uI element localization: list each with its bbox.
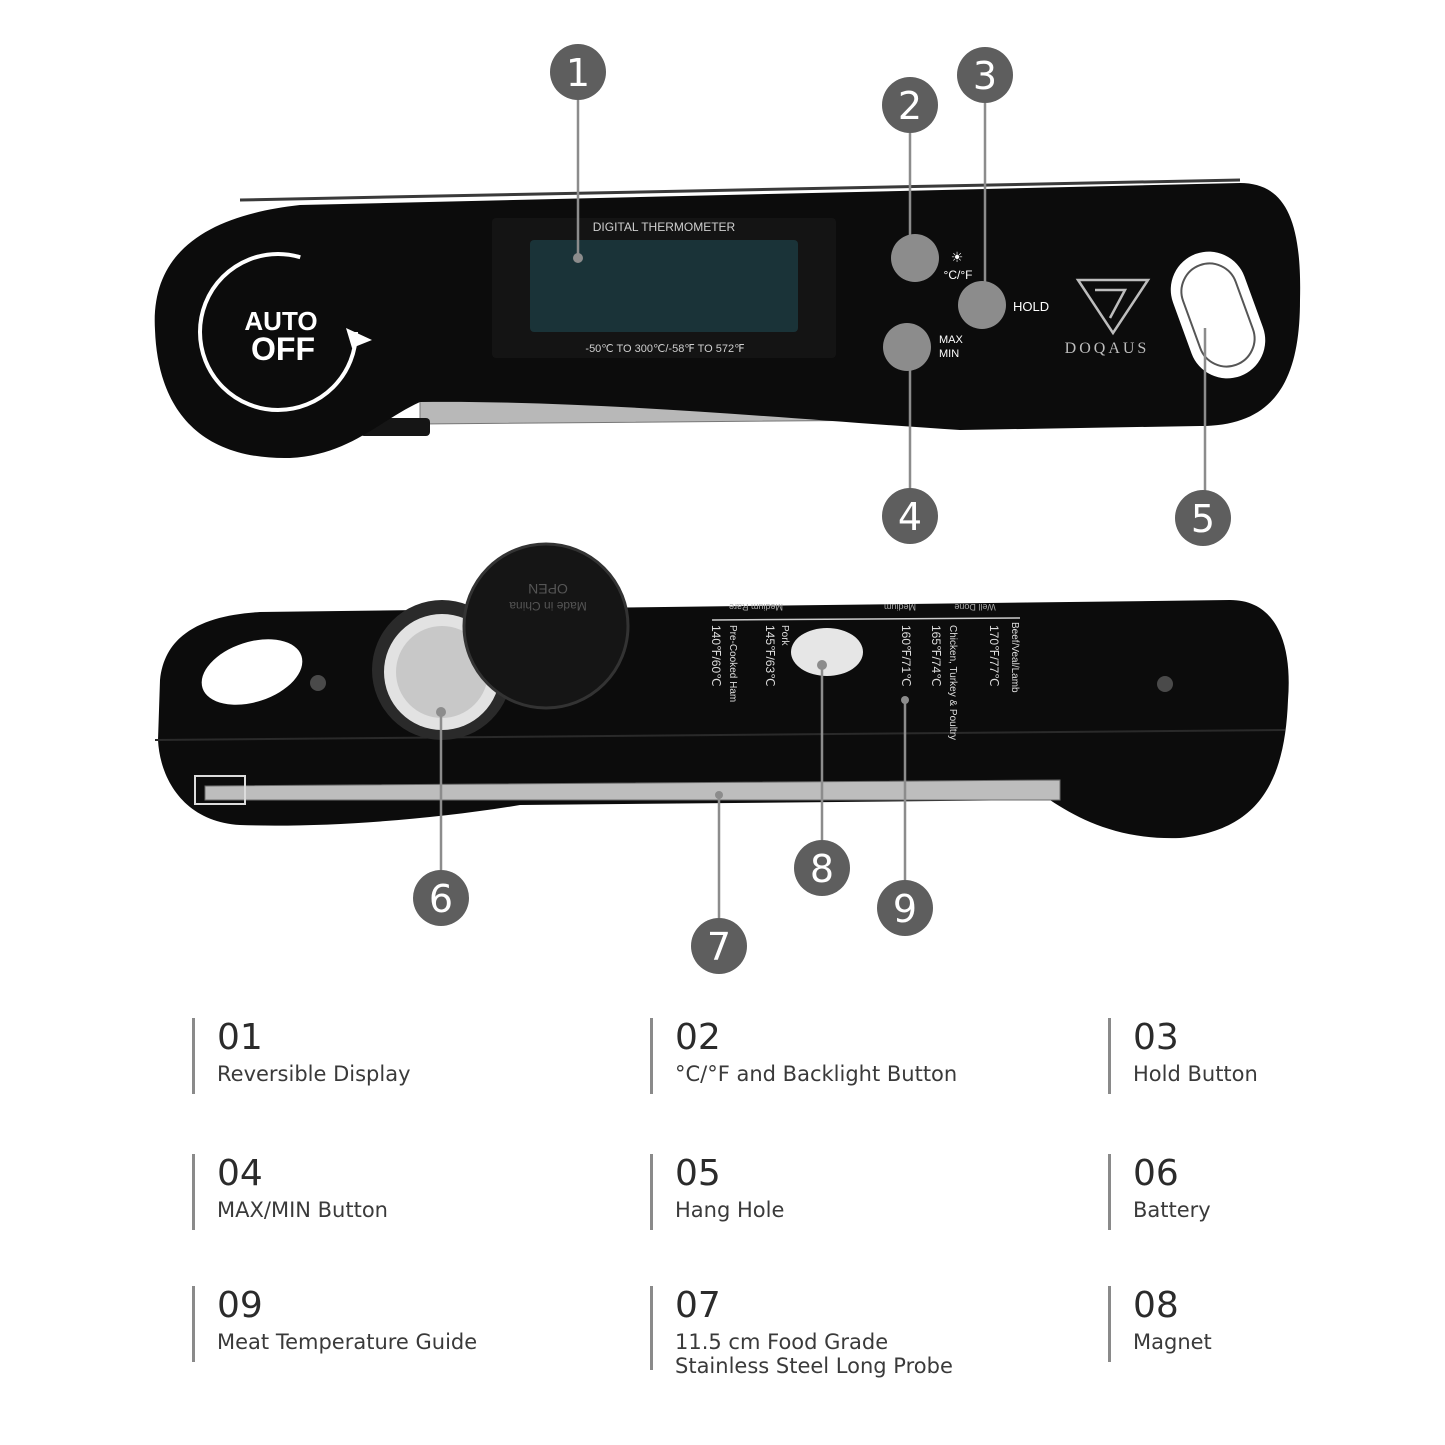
brand-logo-icon xyxy=(1075,278,1151,336)
callout-8: 8 xyxy=(794,840,850,896)
legend-item-09: 09 Meat Temperature Guide xyxy=(192,1286,557,1362)
legend-number: 05 xyxy=(675,1153,721,1194)
brand-name: DOQAUS xyxy=(1065,340,1150,357)
callout-1: 1 xyxy=(550,44,606,100)
legend-number: 04 xyxy=(217,1153,263,1194)
svg-text:4: 4 xyxy=(898,495,922,539)
callout-badges: 1 2 3 4 5 6 7 8 9 xyxy=(413,44,1231,974)
legend-item-08: 08 Magnet xyxy=(1108,1286,1413,1362)
legend-label: °C/°F and Backlight Button xyxy=(675,1062,958,1086)
guide-temp-2: 145℉/63℃ xyxy=(763,625,777,687)
guide-food-4: Chicken, Turkey & Poultry xyxy=(947,625,958,740)
lcd-screen xyxy=(530,240,798,332)
unit-button-label: °C/°F xyxy=(944,268,973,282)
hang-hole-back xyxy=(201,639,303,705)
hold-button-label: HOLD xyxy=(1013,299,1049,314)
svg-text:2: 2 xyxy=(898,84,922,128)
legend-label: Hold Button xyxy=(1133,1062,1258,1086)
meat-temperature-guide: Medium Rare Medium Well Done 140℉/60℃ Pr… xyxy=(709,602,1021,740)
legend-number: 03 xyxy=(1133,1017,1179,1058)
min-button-label: MIN xyxy=(939,348,959,360)
callout-3: 3 xyxy=(957,47,1013,103)
svg-text:3: 3 xyxy=(973,54,997,98)
guide-temp-3: 160℉/71℃ xyxy=(899,625,913,687)
legend-item-03: 03 Hold Button xyxy=(1108,1018,1413,1094)
thermometer-front-view: AUTO OFF DIGITAL THERMOMETER -50℃ TO 300… xyxy=(154,178,1301,459)
callout-7: 7 xyxy=(691,918,747,974)
legend-number: 06 xyxy=(1133,1153,1179,1194)
legend-number: 01 xyxy=(217,1017,263,1058)
legend-item-04: 04 MAX/MIN Button xyxy=(192,1154,557,1230)
svg-text:1: 1 xyxy=(566,51,590,95)
svg-text:6: 6 xyxy=(429,877,453,921)
battery-cap-text2: Made in China xyxy=(509,599,587,613)
callout-dots xyxy=(436,253,909,799)
auto-off-line1: AUTO xyxy=(244,306,317,336)
legend-item-07: 07 11.5 cm Food Grade Stainless Steel Lo… xyxy=(650,1285,985,1378)
legend-label: MAX/MIN Button xyxy=(217,1198,388,1222)
svg-text:5: 5 xyxy=(1191,497,1215,541)
backlight-icon: ☀ xyxy=(951,249,964,265)
auto-off-ring xyxy=(198,252,358,412)
max-min-button[interactable] xyxy=(883,323,931,371)
auto-off-line2: OFF xyxy=(251,331,315,367)
legend-label: Meat Temperature Guide xyxy=(217,1330,478,1354)
callout-4: 4 xyxy=(882,488,938,544)
guide-food-5: Beef/Veal/Lamb xyxy=(1009,622,1020,693)
legend-item-02: 02 °C/°F and Backlight Button xyxy=(650,1018,1015,1094)
legend-label: Battery xyxy=(1133,1198,1211,1222)
unit-backlight-button[interactable] xyxy=(891,234,939,282)
battery-cap xyxy=(462,542,630,710)
guide-label-medium-rare: Medium Rare xyxy=(729,602,783,612)
legend-label: Magnet xyxy=(1133,1330,1212,1354)
legend-number: 09 xyxy=(217,1285,263,1326)
guide-food-1: Pre-Cooked Ham xyxy=(727,625,738,702)
svg-text:9: 9 xyxy=(893,887,917,931)
callout-9: 9 xyxy=(877,880,933,936)
battery-cap-text1: OPEN xyxy=(528,581,568,597)
auto-off-arrow-icon xyxy=(346,328,372,348)
legend-item-01: 01 Reversible Display xyxy=(192,1018,557,1094)
callout-6: 6 xyxy=(413,870,469,926)
callout-2: 2 xyxy=(882,77,938,133)
legend-label: Hang Hole xyxy=(675,1198,785,1222)
guide-label-well-done: Well Done xyxy=(954,602,995,612)
guide-temp-1: 140℉/60℃ xyxy=(709,625,723,687)
hold-button[interactable] xyxy=(958,281,1006,329)
guide-food-2: Pork xyxy=(779,625,790,647)
guide-temp-5: 170℉/77℃ xyxy=(987,625,1001,687)
legend-label: Reversible Display xyxy=(217,1062,411,1086)
callout-lines xyxy=(439,100,1207,918)
legend-item-06: 06 Battery xyxy=(1108,1154,1413,1230)
probe-bottom xyxy=(204,779,1061,801)
callout-5: 5 xyxy=(1175,490,1231,546)
svg-text:7: 7 xyxy=(707,925,731,969)
product-illustration: AUTO OFF DIGITAL THERMOMETER -50℃ TO 300… xyxy=(154,44,1301,974)
legend-number: 02 xyxy=(675,1017,721,1058)
legend-number: 07 xyxy=(675,1285,721,1326)
legend-item-05: 05 Hang Hole xyxy=(650,1154,1015,1230)
legend-number: 08 xyxy=(1133,1285,1179,1326)
guide-label-medium: Medium xyxy=(884,602,916,612)
magnet xyxy=(791,628,863,676)
range-text: -50℃ TO 300℃/-58℉ TO 572℉ xyxy=(585,343,744,355)
svg-text:8: 8 xyxy=(810,847,834,891)
max-button-label: MAX xyxy=(939,334,964,346)
display-title: DIGITAL THERMOMETER xyxy=(593,220,736,234)
legend-label: 11.5 cm Food Grade Stainless Steel Long … xyxy=(675,1330,953,1378)
hang-hole xyxy=(1170,251,1266,379)
guide-temp-4: 165℉/74℃ xyxy=(929,625,943,687)
